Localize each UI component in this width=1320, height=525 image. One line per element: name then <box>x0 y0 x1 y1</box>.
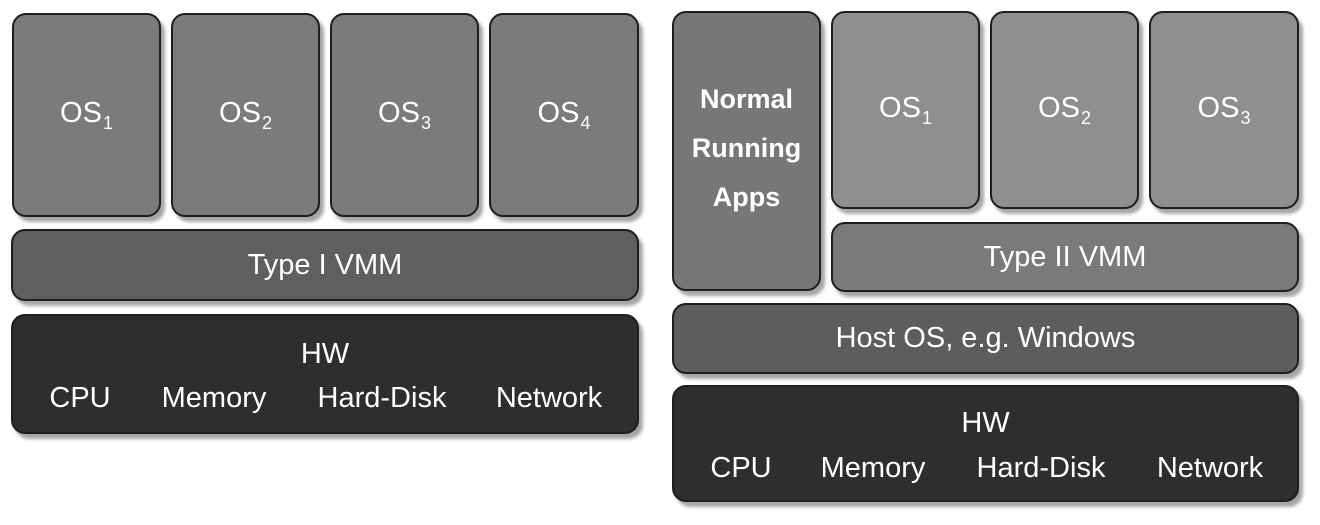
left-hw-memory: Memory <box>161 382 267 414</box>
right-hw-memory: Memory <box>820 452 926 484</box>
left-os-box-4: OS4 <box>489 13 639 217</box>
left-hw-hard-disk: Hard-Disk <box>317 382 447 414</box>
normal-running-apps-box: Normal Running Apps <box>672 11 821 291</box>
left-os-label-2: OS2 <box>219 96 272 133</box>
right-os-label-3: OS3 <box>1197 91 1251 128</box>
host-os-layer: Host OS, e.g. Windows <box>672 303 1299 374</box>
right-os-box-3: OS3 <box>1149 11 1299 209</box>
left-hw-title: HW <box>300 338 350 370</box>
right-hw-cpu: CPU <box>710 452 772 484</box>
right-hw-title: HW <box>961 407 1010 439</box>
right-hw-network: Network <box>1156 452 1264 484</box>
left-os-label-1: OS1 <box>60 96 113 133</box>
type2-vmm-label: Type II VMM <box>983 240 1147 273</box>
right-hw-layer: HW CPU Memory Hard-Disk Network <box>672 385 1299 502</box>
type2-vmm-layer: Type II VMM <box>831 222 1299 292</box>
right-os-label-1: OS1 <box>879 91 932 128</box>
type1-vmm-layer: Type I VMM <box>11 229 639 301</box>
normal-running-apps-label: Normal Running Apps <box>691 83 802 212</box>
left-hw-network: Network <box>495 382 603 414</box>
left-hw-cpu: CPU <box>49 382 111 414</box>
right-hw-components: CPU Memory Hard-Disk Network <box>674 454 1297 494</box>
left-hw-layer: HW CPU Memory Hard-Disk Network <box>11 314 639 434</box>
host-os-label: Host OS, e.g. Windows <box>835 322 1136 354</box>
left-os-box-2: OS2 <box>171 13 320 217</box>
left-os-label-4: OS4 <box>537 96 591 133</box>
right-os-label-2: OS2 <box>1038 91 1091 128</box>
left-os-label-3: OS3 <box>378 96 431 133</box>
left-hw-components: CPU Memory Hard-Disk Network <box>13 384 637 424</box>
left-os-box-1: OS1 <box>12 13 161 217</box>
left-os-box-3: OS3 <box>330 13 479 217</box>
right-os-box-2: OS2 <box>990 11 1139 209</box>
type1-vmm-label: Type I VMM <box>247 248 403 281</box>
right-hw-hard-disk: Hard-Disk <box>976 452 1106 484</box>
right-os-box-1: OS1 <box>831 11 980 209</box>
